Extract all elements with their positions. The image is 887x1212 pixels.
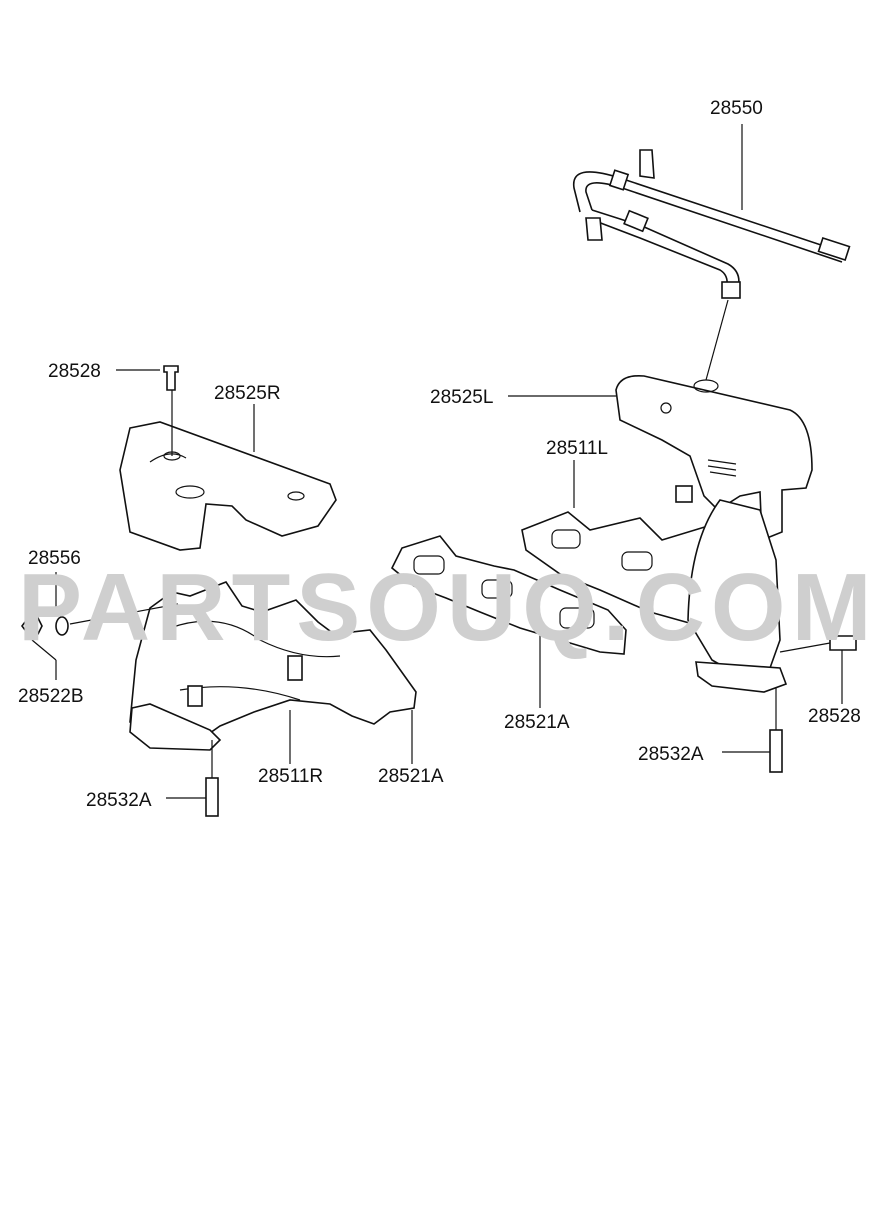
pipe-assembly: [572, 149, 851, 381]
label-nut: 28522B: [18, 686, 84, 707]
label-washer: 28556: [28, 548, 81, 569]
fasteners: [21, 603, 857, 817]
label-manifold-l: 28511L: [546, 438, 608, 459]
label-heat-protector-r: 28525R: [214, 383, 281, 404]
label-stud-left: 28532A: [86, 790, 152, 811]
label-heat-protector-l: 28525L: [430, 387, 493, 408]
gasket-center: [390, 535, 627, 655]
label-bolt-right: 28528: [808, 706, 861, 727]
manifold-right: [129, 581, 417, 751]
leader-lines: [31, 124, 843, 799]
heat-protector-left: [615, 374, 813, 542]
manifold-left: [521, 485, 788, 693]
label-bolt-left: 28528: [48, 361, 101, 382]
label-gasket-center: 28521A: [504, 712, 570, 733]
watermark: PARTSOUQ.COM: [18, 554, 878, 661]
heat-protector-right: [119, 365, 337, 551]
label-gasket-right: 28521A: [378, 766, 444, 787]
label-manifold-r: 28511R: [258, 766, 323, 787]
label-stud-right: 28532A: [638, 744, 704, 765]
label-pipe: 28550: [710, 98, 763, 119]
